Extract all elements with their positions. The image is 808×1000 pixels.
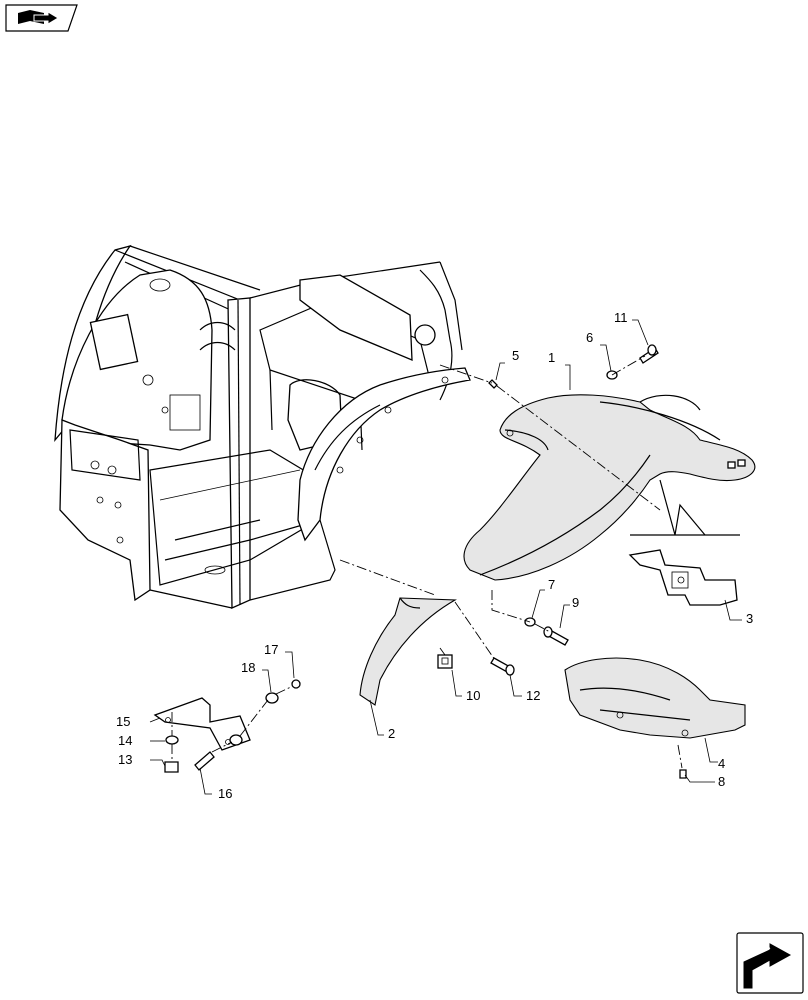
callout-8: 8 [718,774,725,789]
callout-12: 12 [526,688,540,703]
assembly-lines [171,355,740,769]
part-2-extension [359,597,457,706]
callout-11: 11 [614,310,628,325]
next-page-arrow-icon[interactable] [736,932,804,994]
callout-7: 7 [548,577,555,592]
callout-6: 6 [586,330,593,345]
callout-18: 18 [241,660,255,675]
callout-17: 17 [264,642,278,657]
part-4-shield [564,657,746,739]
part-3-bracket [628,549,738,606]
cab-frame [54,244,471,609]
callout-4: 4 [718,756,725,771]
callout-13: 13 [118,752,132,767]
callout-2: 2 [388,726,395,741]
part-1-fender [463,394,756,581]
callout-16: 16 [218,786,232,801]
callout-5: 5 [512,348,519,363]
callout-10: 10 [466,688,480,703]
callout-1: 1 [548,350,555,365]
callout-3: 3 [746,611,753,626]
callout-15: 15 [116,714,130,729]
book-arrow-icon[interactable] [5,4,78,32]
callout-14: 14 [118,733,132,748]
callout-9: 9 [572,595,579,610]
callouts: 1 2 3 4 5 6 7 8 9 10 11 12 13 14 15 16 1 [116,310,753,801]
